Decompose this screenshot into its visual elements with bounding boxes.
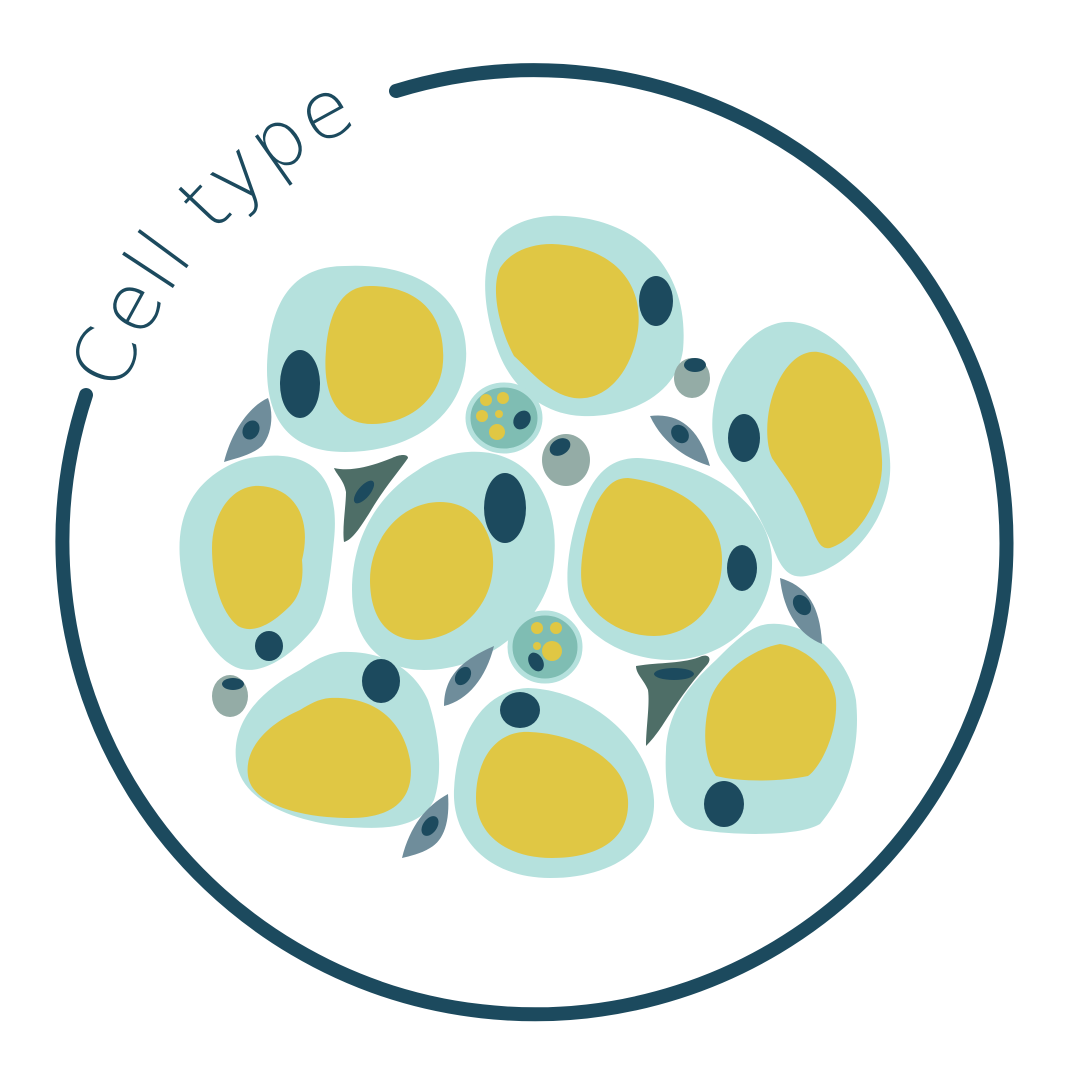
nucleolus xyxy=(242,420,260,440)
nucleolus xyxy=(728,414,760,462)
cell-nucleus xyxy=(476,731,629,858)
granule xyxy=(542,641,562,661)
nucleolus xyxy=(255,631,283,661)
cell-nucleus xyxy=(370,502,494,640)
cell-bottom-center xyxy=(453,688,655,878)
spindle-cell-center-left xyxy=(444,646,494,706)
granular-cell-lower xyxy=(507,610,583,684)
cell-nucleus xyxy=(247,697,411,818)
grey-cell-center xyxy=(542,434,590,486)
nucleolus xyxy=(513,410,531,430)
grey-cell-top-right xyxy=(674,358,710,398)
spindle-cell-right-upper xyxy=(650,415,710,466)
cell-nucleus xyxy=(495,244,639,399)
fibroblast-cell-left xyxy=(334,455,408,542)
spindle-cell-left-upper xyxy=(224,398,272,462)
outer-ring xyxy=(55,63,1014,1022)
nucleolus xyxy=(654,668,694,680)
granule xyxy=(476,410,488,422)
nucleolus xyxy=(421,816,439,836)
cell-nucleus xyxy=(212,485,305,630)
nucleolus xyxy=(528,652,544,672)
cell-lower-right xyxy=(665,623,858,834)
nucleolus xyxy=(549,438,571,456)
cell-left-middle xyxy=(179,455,335,670)
fibroblast-cell-right xyxy=(636,655,710,746)
cell-center-right xyxy=(567,458,773,660)
granule xyxy=(495,410,503,418)
nucleolus xyxy=(684,358,706,372)
nucleolus xyxy=(639,276,673,326)
granule xyxy=(533,642,541,650)
cell-center xyxy=(352,451,555,670)
spindle-cell-right-middle xyxy=(780,578,822,644)
nucleolus xyxy=(353,480,375,504)
fibroblast-body xyxy=(636,655,710,746)
nucleolus xyxy=(280,350,320,418)
cell-nucleus xyxy=(705,644,837,781)
nucleolus xyxy=(671,424,689,444)
cell-nucleus xyxy=(581,478,722,636)
granule xyxy=(531,622,543,634)
granule xyxy=(497,392,509,404)
cell-nucleus xyxy=(767,351,883,549)
nucleolus xyxy=(727,545,757,591)
nucleolus xyxy=(500,692,540,728)
cell-top-center xyxy=(485,215,684,417)
granule xyxy=(480,394,492,406)
cell-nucleus xyxy=(325,286,444,424)
cell-lower-left xyxy=(235,651,440,828)
nucleolus xyxy=(454,666,472,686)
nucleolus xyxy=(792,594,812,616)
nucleolus xyxy=(484,473,526,543)
nucleolus xyxy=(222,678,244,690)
grey-cell-left xyxy=(212,675,248,717)
nucleolus xyxy=(704,781,744,827)
cell-right xyxy=(712,321,891,577)
granular-cell-upper xyxy=(465,382,543,454)
granule xyxy=(550,622,562,634)
granule xyxy=(489,424,505,440)
fibroblast-body xyxy=(334,455,408,542)
spindle-cell-bottom xyxy=(402,794,449,858)
nucleolus xyxy=(362,659,400,703)
cell-upper-left xyxy=(266,265,467,452)
